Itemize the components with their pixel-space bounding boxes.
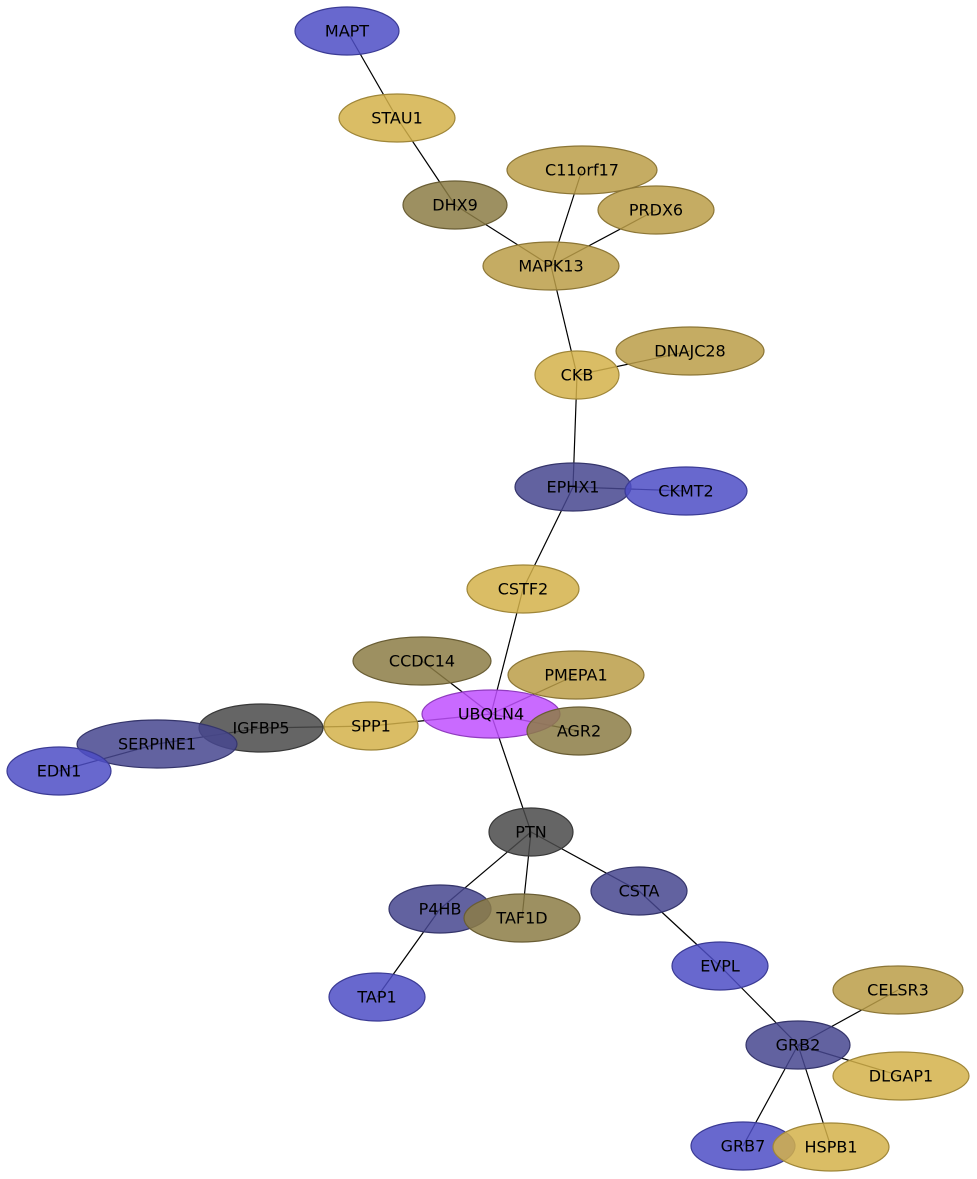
node-ellipse <box>832 965 964 1015</box>
svg-text:P4HB: P4HB <box>419 900 462 919</box>
svg-text:EPHX1: EPHX1 <box>547 478 600 497</box>
svg-text:MAPT: MAPT <box>325 22 369 41</box>
node-TAF1D[interactable]: TAF1D <box>463 893 581 943</box>
node-ellipse <box>402 180 508 230</box>
node-EVPL[interactable]: EVPL <box>671 941 769 991</box>
svg-text:EDN1: EDN1 <box>37 762 82 781</box>
node-DLGAP1[interactable]: DLGAP1 <box>832 1051 970 1101</box>
svg-text:CKB: CKB <box>561 366 594 385</box>
svg-text:TAP1: TAP1 <box>356 988 396 1007</box>
node-ellipse <box>507 650 645 700</box>
svg-text:GRB2: GRB2 <box>776 1036 821 1055</box>
svg-text:AGR2: AGR2 <box>557 722 601 741</box>
node-ellipse <box>6 746 112 796</box>
node-ellipse <box>338 93 456 143</box>
node-ellipse <box>352 636 492 686</box>
node-PMEPA1[interactable]: PMEPA1 <box>507 650 645 700</box>
node-CCDC14[interactable]: CCDC14 <box>352 636 492 686</box>
node-MAPT[interactable]: MAPT <box>294 6 400 56</box>
svg-text:UBQLN4: UBQLN4 <box>458 705 524 724</box>
svg-text:CSTA: CSTA <box>619 882 660 901</box>
node-ellipse <box>466 564 580 614</box>
svg-text:PRDX6: PRDX6 <box>629 201 683 220</box>
node-ellipse <box>526 706 632 756</box>
node-ellipse <box>488 807 574 857</box>
svg-text:CCDC14: CCDC14 <box>389 652 455 671</box>
svg-text:CSTF2: CSTF2 <box>498 580 548 599</box>
node-ellipse <box>328 972 426 1022</box>
node-MAPK13[interactable]: MAPK13 <box>482 241 620 291</box>
node-ellipse <box>482 241 620 291</box>
node-EDN1[interactable]: EDN1 <box>6 746 112 796</box>
node-CELSR3[interactable]: CELSR3 <box>832 965 964 1015</box>
svg-text:TAF1D: TAF1D <box>495 909 547 928</box>
svg-text:GRB7: GRB7 <box>721 1137 766 1156</box>
node-CSTA[interactable]: CSTA <box>590 866 688 916</box>
node-ellipse <box>590 866 688 916</box>
svg-text:DHX9: DHX9 <box>432 196 478 215</box>
node-STAU1[interactable]: STAU1 <box>338 93 456 143</box>
node-ellipse <box>506 145 658 195</box>
node-HSPB1[interactable]: HSPB1 <box>772 1122 890 1172</box>
svg-text:IGFBP5: IGFBP5 <box>232 719 289 738</box>
node-ellipse <box>463 893 581 943</box>
node-SPP1[interactable]: SPP1 <box>323 701 419 751</box>
node-ellipse <box>534 350 620 400</box>
svg-text:C11orf17: C11orf17 <box>545 161 619 180</box>
node-ellipse <box>76 719 238 769</box>
node-ellipse <box>745 1020 851 1070</box>
node-ellipse <box>671 941 769 991</box>
node-ellipse <box>624 466 748 516</box>
nodes: MAPT STAU1 DHX9 C11orf17 PRDX6 MAPK13 CK… <box>6 6 970 1172</box>
svg-text:DNAJC28: DNAJC28 <box>654 342 725 361</box>
node-AGR2[interactable]: AGR2 <box>526 706 632 756</box>
node-GRB7[interactable]: GRB7 <box>690 1121 796 1171</box>
svg-text:SPP1: SPP1 <box>351 717 391 736</box>
svg-text:CKMT2: CKMT2 <box>658 482 713 501</box>
node-ellipse <box>294 6 400 56</box>
node-CKMT2[interactable]: CKMT2 <box>624 466 748 516</box>
svg-text:SERPINE1: SERPINE1 <box>118 735 196 754</box>
node-ellipse <box>615 326 765 376</box>
svg-text:MAPK13: MAPK13 <box>518 257 583 276</box>
node-ellipse <box>832 1051 970 1101</box>
svg-text:DLGAP1: DLGAP1 <box>869 1067 933 1086</box>
node-SERPINE1[interactable]: SERPINE1 <box>76 719 238 769</box>
node-ellipse <box>323 701 419 751</box>
svg-text:PMEPA1: PMEPA1 <box>544 666 607 685</box>
node-EPHX1[interactable]: EPHX1 <box>514 462 632 512</box>
node-DNAJC28[interactable]: DNAJC28 <box>615 326 765 376</box>
node-PRDX6[interactable]: PRDX6 <box>597 185 715 235</box>
svg-text:STAU1: STAU1 <box>371 109 423 128</box>
node-ellipse <box>597 185 715 235</box>
node-ellipse <box>772 1122 890 1172</box>
node-PTN[interactable]: PTN <box>488 807 574 857</box>
svg-text:EVPL: EVPL <box>700 957 740 976</box>
node-TAP1[interactable]: TAP1 <box>328 972 426 1022</box>
svg-text:CELSR3: CELSR3 <box>867 981 929 1000</box>
node-CKB[interactable]: CKB <box>534 350 620 400</box>
node-GRB2[interactable]: GRB2 <box>745 1020 851 1070</box>
node-CSTF2[interactable]: CSTF2 <box>466 564 580 614</box>
svg-text:PTN: PTN <box>515 823 546 842</box>
node-DHX9[interactable]: DHX9 <box>402 180 508 230</box>
node-C11orf17[interactable]: C11orf17 <box>506 145 658 195</box>
svg-text:HSPB1: HSPB1 <box>805 1138 858 1157</box>
